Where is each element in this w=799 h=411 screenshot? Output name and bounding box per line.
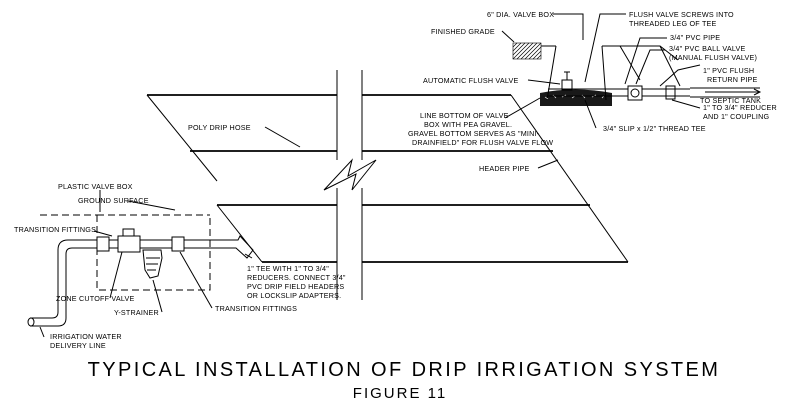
label-ground-surface: GROUND SURFACE [78,196,149,205]
label-y-strainer: Y-STRAINER [114,308,159,317]
label-irrigation-1: IRRIGATION WATER [50,332,122,341]
septic-pipe [690,87,760,98]
label-irrigation-2: DELIVERY LINE [50,341,106,350]
label-poly-drip: POLY DRIP HOSE [188,123,251,132]
label-septic: TO SEPTIC TANK [700,96,761,105]
label-tee-4: OR LOCKSLIP ADAPTERS. [247,291,341,300]
plastic-valve-box [96,214,211,291]
figure-title: TYPICAL INSTALLATION OF DRIP IRRIGATION … [88,359,721,381]
drip-field [146,70,629,300]
break-symbol [323,158,377,191]
label-pvc-pipe: 3/4" PVC PIPE [670,33,720,42]
delivery-pipe [30,239,97,327]
reducer-coupling [665,85,676,100]
pipe-segment-1 [109,239,118,249]
label-reducer-1: 1" TO 3/4" REDUCER [703,103,777,112]
label-transition-bottom: TRANSITION FITTINGS [215,304,297,313]
pipe-segment-2 [140,239,172,249]
label-finished-grade: FINISHED GRADE [431,27,495,36]
grade-line [541,45,679,61]
right-ground-slope [619,45,681,87]
label-ball-valve-2: (MANUAL FLUSH VALVE) [669,53,757,62]
label-ball-valve-1: 3/4" PVC BALL VALVE [669,44,746,53]
zone-cutoff-valve [117,235,141,253]
label-transition-top: TRANSITION FITTINGS [14,225,96,234]
label-pvc-flush-1: 1" PVC FLUSH [703,66,754,75]
label-slip-tee: 3/4" SLIP x 1/2" THREAD TEE [603,124,706,133]
label-tee-2: REDUCERS. CONNECT 3/4" [247,273,346,282]
transition-fitting-right [171,236,185,252]
pipe-end [27,317,35,327]
transition-fitting-left [96,236,110,252]
label-flush-screws-1: FLUSH VALVE SCREWS INTO [629,10,734,19]
header-tee-pipe [210,235,254,259]
label-line-bottom-3: GRAVEL BOTTOM SERVES AS "MINI- [408,129,540,138]
field-right-edge [510,94,629,263]
valve-handle [122,228,135,237]
ball-valve [627,85,643,101]
label-line-bottom-1: LINE BOTTOM OF VALVE [420,111,509,120]
y-strainer [142,249,163,279]
label-plastic-box: PLASTIC VALVE BOX [58,182,133,191]
label-header-pipe: HEADER PIPE [479,164,530,173]
annotations: 6" DIA. VALVE BOX FLUSH VALVE SCREWS INT… [14,10,777,350]
label-flush-screws-2: THREADED LEG OF TEE [629,19,717,28]
label-zone-cutoff: ZONE CUTOFF VALVE [56,294,134,303]
septic-arrow [705,88,762,96]
flush-valve-box-assembly [512,42,762,106]
valve-box-assembly [27,214,211,327]
label-line-bottom-4: DRAINFIELD" FOR FLUSH VALVE FLOW [412,138,553,147]
label-reducer-2: AND 1" COUPLING [703,112,769,121]
pvc-pipe [548,88,628,97]
label-tee-1: 1" TEE WITH 1" TO 3/4" [247,264,329,273]
flush-valve-stem [564,71,570,80]
label-tee-3: PVC DRIP FIELD HEADERS [247,282,344,291]
pea-gravel [540,89,612,106]
valve-box-6in [546,45,607,101]
label-valve-box-6in: 6" DIA. VALVE BOX [487,10,554,19]
label-line-bottom-2: BOX WITH PEA GRAVEL. [424,120,512,129]
field-left-edge [146,94,263,263]
label-pvc-flush-2: RETURN PIPE [707,75,758,84]
figure-number: FIGURE 11 [353,385,447,402]
pipe-segment-3 [184,239,210,249]
finished-grade-hatch [512,42,542,60]
y-strainer-screen [146,257,160,271]
label-auto-flush: AUTOMATIC FLUSH VALVE [423,76,519,85]
ball-valve-ball [630,88,640,98]
leader-lines [39,13,701,338]
